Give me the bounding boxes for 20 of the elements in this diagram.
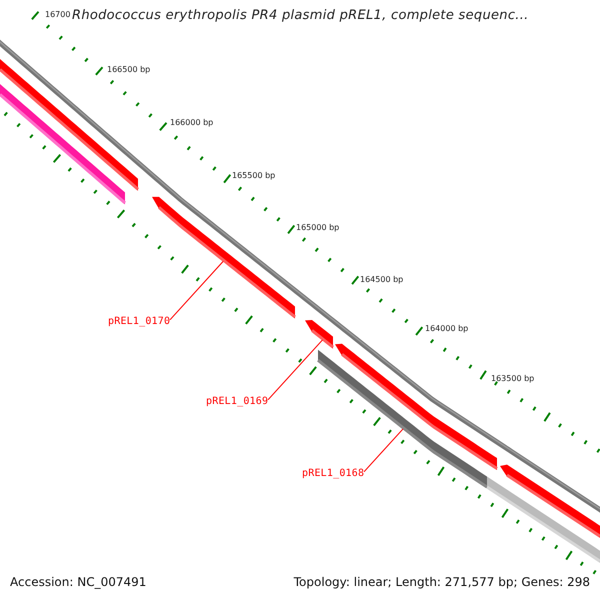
leader-line xyxy=(364,428,404,472)
leader-line xyxy=(170,260,224,320)
scale-label: 164000 bp xyxy=(425,324,468,333)
scale-label: 16700 xyxy=(45,10,70,19)
scale-label: 166000 bp xyxy=(170,118,214,127)
gene-label: pREL1_0169 xyxy=(206,396,268,407)
footer-text: Topology: linear; Length: 271,577 bp; Genes: 298 xyxy=(294,575,590,589)
gene-feature xyxy=(0,59,139,191)
leader-line xyxy=(268,339,323,400)
gene-label: pREL1_0168 xyxy=(302,468,364,479)
scale-label: 164500 bp xyxy=(360,275,404,284)
gene-feature xyxy=(305,320,334,349)
scale-label: 165500 bp xyxy=(232,171,276,180)
gene-feature xyxy=(152,196,296,318)
footer-text: Accession: NC_007491 xyxy=(10,575,146,589)
scale-label: 166500 bp xyxy=(107,65,150,74)
gene-label: pREL1_0170 xyxy=(108,316,170,327)
title: Rhodococcus erythropolis PR4 plasmid pREL1, complete sequenc... xyxy=(72,8,529,23)
gene-feature xyxy=(500,464,600,538)
scale-label: 163500 bp xyxy=(491,374,534,383)
